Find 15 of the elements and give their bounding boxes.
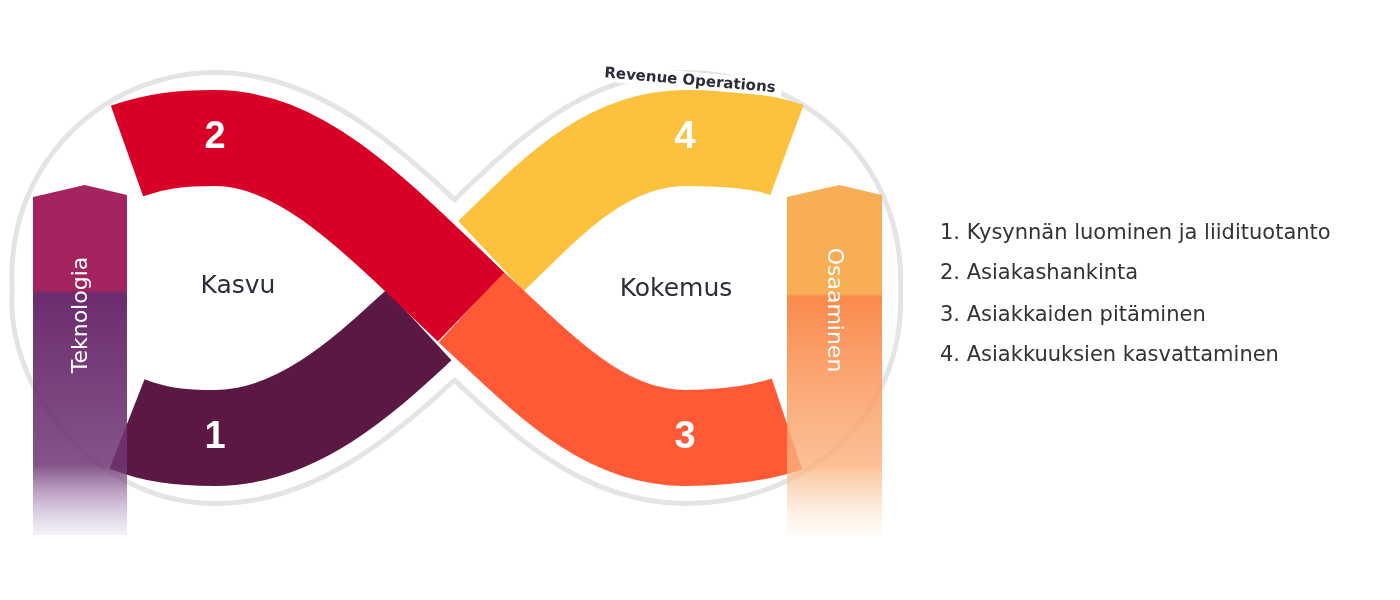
side-label: Teknologia	[69, 256, 91, 374]
list-item: 4. Asiakkuuksien kasvattaminen	[940, 343, 1279, 367]
segment-number: 2	[204, 116, 226, 154]
side-bar	[33, 185, 127, 535]
side-label: Osaaminen	[823, 247, 846, 373]
list-item: 3. Asiakkaiden pitäminen	[940, 303, 1206, 327]
loop-label: Kasvu	[200, 271, 276, 299]
side-bar	[787, 185, 882, 535]
list-item: 1. Kysynnän luominen ja liidituotanto	[940, 221, 1331, 245]
loop-segment	[111, 90, 505, 342]
segment-number: 3	[674, 416, 696, 454]
segment-number: 4	[674, 116, 696, 154]
list-item: 2. Asiakashankinta	[940, 261, 1139, 285]
segment-number: 1	[204, 416, 226, 454]
loop-label: Kokemus	[619, 274, 733, 302]
